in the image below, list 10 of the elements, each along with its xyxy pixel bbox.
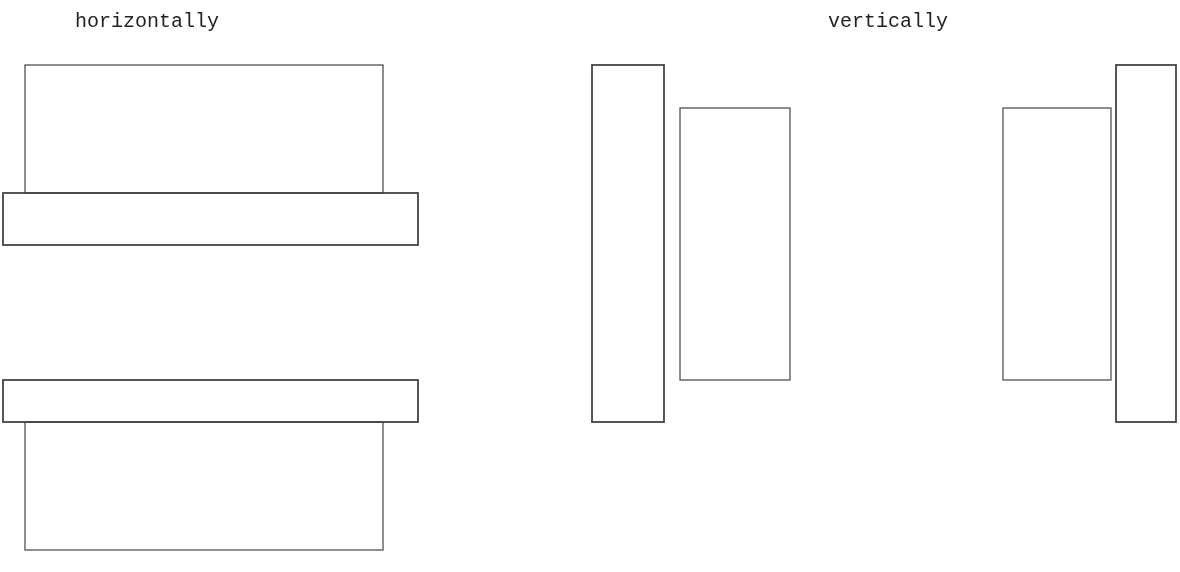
- bar-outline: [1115, 64, 1177, 423]
- box-outline: [1002, 107, 1112, 381]
- bar-outline: [591, 64, 665, 423]
- box-outline: [24, 64, 384, 194]
- bar-outline: [2, 192, 419, 246]
- box-outline: [679, 107, 791, 381]
- bar-outline: [2, 379, 419, 423]
- box-outline: [24, 421, 384, 551]
- heading-text: vertically: [828, 10, 949, 33]
- heading-text: horizontally: [75, 10, 220, 33]
